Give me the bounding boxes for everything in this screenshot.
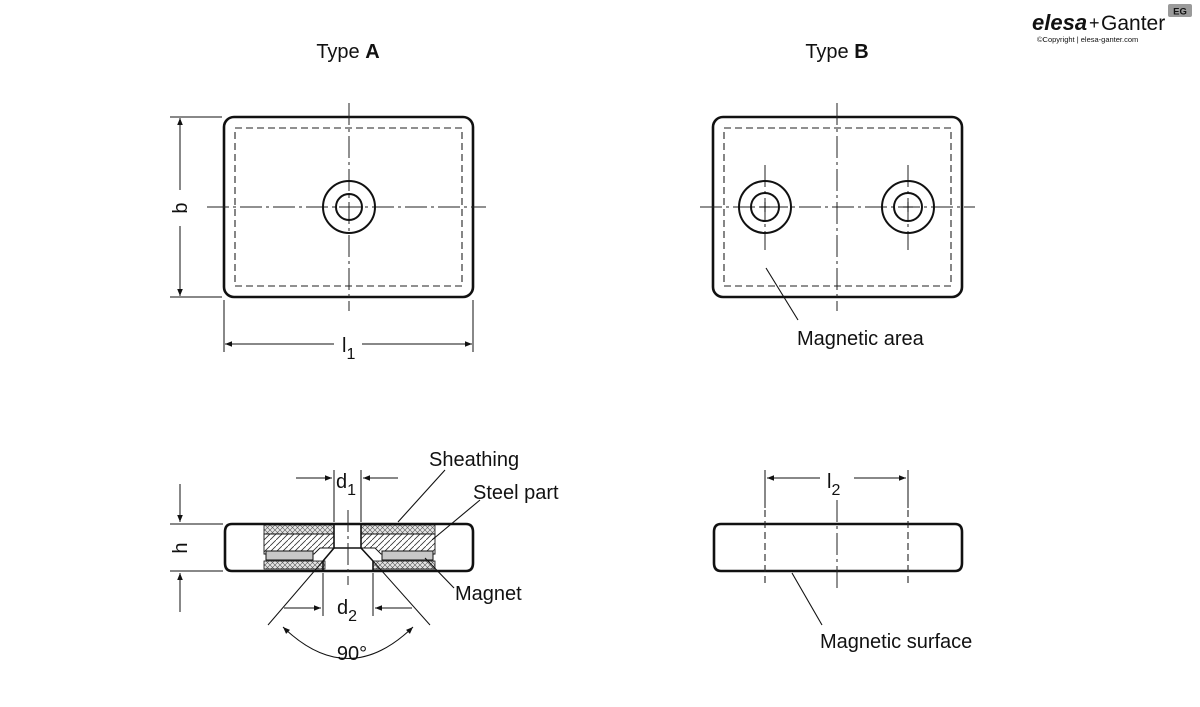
dim-d2-label: d2: [337, 597, 357, 625]
logo-elesa: elesa: [1032, 10, 1087, 35]
type-a-top-view: b l1: [170, 103, 486, 363]
dim-b-label: b: [170, 202, 192, 213]
type-b-top-view: Magnetic area: [700, 103, 975, 350]
copyright-text: ©Copyright | elesa-ganter.com: [1037, 35, 1138, 44]
callout-magnet: Magnet: [455, 583, 522, 605]
type-a-title: Type A: [316, 41, 379, 63]
logo-ganter: Ganter: [1101, 12, 1165, 35]
brand-logo: elesa + Ganter EG ©Copyright | elesa-gan…: [1032, 4, 1192, 44]
callout-sheathing: Sheathing: [429, 449, 519, 471]
logo-badge-icon: [1168, 4, 1192, 17]
callout-steel-part: Steel part: [473, 482, 559, 504]
logo-plus: +: [1089, 13, 1100, 33]
dim-d1-label: d1: [336, 471, 356, 499]
dim-h-label: h: [170, 542, 192, 553]
logo-badge-text: EG: [1173, 7, 1187, 18]
callout-magnetic-surface: Magnetic surface: [820, 631, 972, 653]
type-b-side-view: l2 Magnetic surface: [712, 470, 972, 653]
type-b-title: Type B: [805, 41, 868, 63]
callout-magnetic-area: Magnetic area: [797, 328, 925, 350]
dim-angle-label: 90°: [337, 643, 367, 665]
dim-l2-label: l2: [827, 471, 840, 499]
type-a-section-view: h d1 d2 90° Sheathing Steel part Magnet: [170, 449, 559, 665]
dim-l1-label: l1: [342, 335, 355, 363]
